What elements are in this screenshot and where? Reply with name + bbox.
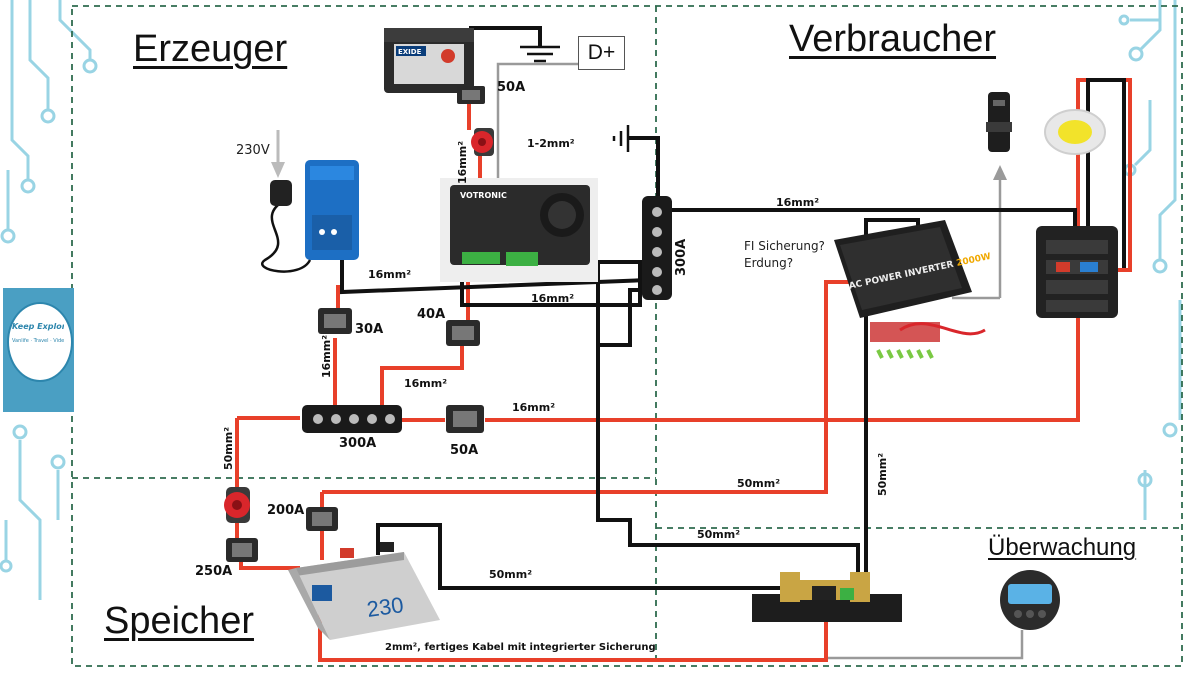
ground-symbol-icon bbox=[520, 45, 560, 63]
fuse-200a-label: 200A bbox=[267, 503, 305, 518]
mains-plug-cable bbox=[261, 198, 312, 273]
ceiling-light bbox=[1044, 109, 1106, 155]
inverter bbox=[834, 220, 986, 359]
house-battery: 230 bbox=[288, 542, 440, 640]
house-battery-capacity: 230 bbox=[365, 592, 405, 622]
wire-16mm2-left-label: 16mm² bbox=[320, 334, 333, 378]
signal-wires bbox=[496, 62, 1024, 660]
channel-logo-tagline: Vanlife · Travel · Videos bbox=[12, 338, 64, 344]
cable-note-label: 2mm², fertiges Kabel mit integrierter Si… bbox=[385, 642, 656, 653]
chassis-ground-icon bbox=[612, 125, 630, 152]
fuse-30a-label: 30A bbox=[355, 322, 384, 337]
wire-16mm2-vertical-label: 16mm² bbox=[456, 140, 469, 184]
dc-dc-charger: VOTRONIC bbox=[440, 178, 598, 282]
wire-16mm2-busbar-bottom-label: 16mm² bbox=[531, 292, 575, 305]
fuse-40a-label: 40A bbox=[417, 307, 446, 322]
wire-16mm2-right-label: 16mm² bbox=[512, 401, 556, 414]
battery-shunt bbox=[752, 572, 902, 622]
fuse-50a-starter-label: 50A bbox=[497, 80, 526, 95]
wire-1-2mm2-label: 1-2mm² bbox=[527, 137, 575, 150]
fi-question-label: FI Sicherung? bbox=[744, 239, 825, 253]
starter-battery: EXIDE bbox=[384, 28, 474, 93]
usb-socket bbox=[986, 92, 1012, 152]
fuse-250a-label: 250A bbox=[195, 564, 233, 579]
wire-50mm2-red-label: 50mm² bbox=[737, 477, 781, 490]
wire-50mm2-black-mid-label: 50mm² bbox=[697, 528, 741, 541]
wire-50mm2-battery-label: 50mm² bbox=[489, 568, 533, 581]
negative-busbar bbox=[642, 196, 672, 300]
mains-plug-icon bbox=[270, 180, 292, 206]
section-title-speicher: Speicher bbox=[104, 600, 254, 642]
starter-battery-brand: EXIDE bbox=[398, 48, 422, 56]
fuse-30a bbox=[318, 308, 352, 334]
section-title-verbraucher: Verbraucher bbox=[789, 18, 997, 60]
mains-voltage-label: 230V bbox=[236, 143, 270, 158]
wire-16mm2-charger-label: 16mm² bbox=[368, 268, 412, 281]
channel-logo-name: Keep Exploring bbox=[12, 322, 64, 331]
wire-16mm2-top-label: 16mm² bbox=[776, 196, 820, 209]
wire-16mm2-mid-label: 16mm² bbox=[404, 377, 448, 390]
wire-50mm2-vertical-right-label: 50mm² bbox=[876, 452, 889, 496]
section-borders bbox=[71, 5, 1183, 667]
busbar-300a-vertical-label: 300A bbox=[674, 238, 689, 276]
fuse-200a bbox=[306, 507, 338, 531]
down-arrow-icon bbox=[271, 162, 285, 178]
dc-dc-charger-brand: VOTRONIC bbox=[460, 191, 507, 200]
fuse-box bbox=[1036, 226, 1118, 318]
up-arrow-icon bbox=[993, 165, 1007, 180]
battery-switch-lower bbox=[224, 487, 250, 523]
fuse-50a-busbar bbox=[446, 405, 484, 433]
section-title-erzeuger: Erzeuger bbox=[133, 28, 288, 70]
erdung-question-label: Erdung? bbox=[744, 256, 794, 270]
d-plus-terminal: D+ bbox=[578, 36, 625, 70]
fuse-40a bbox=[446, 320, 480, 346]
battery-switch-upper bbox=[471, 128, 494, 156]
section-title-ueberwachung: Überwachung bbox=[988, 534, 1137, 561]
fuse-50a-starter bbox=[457, 86, 485, 104]
fuse-250a bbox=[226, 538, 258, 562]
busbar-300a-bottom-label: 300A bbox=[339, 436, 377, 451]
mains-charger bbox=[305, 160, 359, 260]
wire-50mm2-vertical-left-label: 50mm² bbox=[222, 426, 235, 470]
channel-logo bbox=[7, 302, 73, 382]
fuse-50a-busbar-label: 50A bbox=[450, 443, 479, 458]
battery-monitor bbox=[1000, 570, 1060, 630]
positive-busbar bbox=[302, 405, 402, 433]
negative-wires bbox=[340, 26, 1126, 590]
decorative-circuit-traces bbox=[0, 0, 1182, 600]
